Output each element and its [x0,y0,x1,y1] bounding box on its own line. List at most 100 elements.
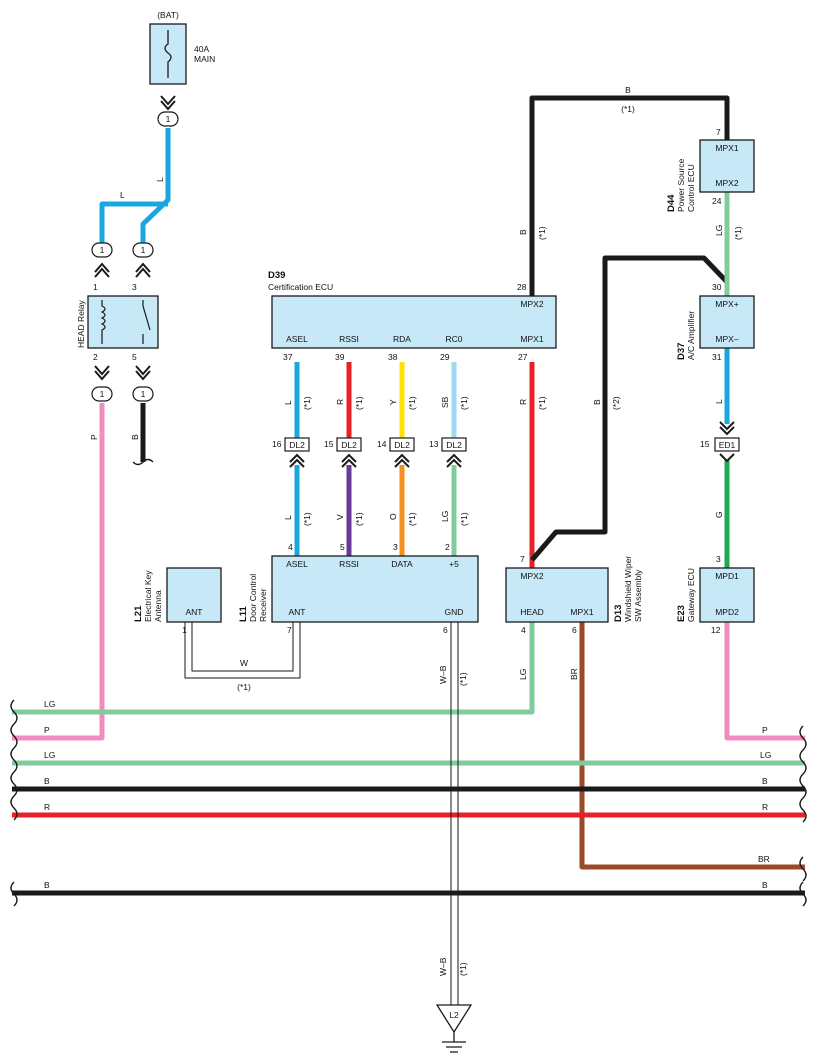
svg-text:LG: LG [518,669,528,680]
svg-text:D37: D37 [676,343,687,360]
svg-text:SW Assembly: SW Assembly [633,569,643,622]
svg-text:SB: SB [440,396,450,408]
svg-text:BR: BR [758,854,770,864]
svg-text:1: 1 [141,245,146,255]
svg-text:Gateway ECU: Gateway ECU [686,568,696,622]
svg-text:W: W [240,658,248,668]
svg-text:D13: D13 [613,605,624,622]
relay-top-wire-label: L [120,190,125,200]
svg-text:(*2): (*2) [611,396,621,410]
svg-text:LG: LG [44,750,55,760]
head-relay: 1 1 1 3 HEAD Relay 2 5 1 1 P B [76,242,159,466]
e23-gateway-ecu: 3 MPD1 MPD2 12 E23 Gateway ECU [676,554,755,635]
relay-switch-icon [142,300,151,344]
svg-text:4: 4 [521,625,526,635]
arrow-up-icon [94,262,151,278]
svg-text:7: 7 [520,554,525,564]
svg-text:MPD2: MPD2 [715,607,739,617]
svg-text:(*1): (*1) [302,396,312,410]
svg-text:(*1): (*1) [354,512,364,526]
e23-box [699,567,755,623]
svg-text:+5: +5 [449,559,459,569]
svg-text:7: 7 [716,127,721,137]
svg-text:L: L [283,400,293,405]
d13-windshield-wiper-sw: 7 MPX2 HEAD MPX1 4 6 D13 Windshield Wipe… [505,554,643,680]
svg-text:P: P [44,725,50,735]
fuse-name: MAIN [194,54,215,64]
wire-d13-mpx1-br [579,622,805,870]
chevron-up-icon [289,453,462,468]
svg-text:LG: LG [44,699,55,709]
svg-text:37: 37 [283,352,293,362]
d37-box [699,295,755,349]
bus-end-marks [10,699,807,907]
svg-text:RSSI: RSSI [339,559,359,569]
svg-text:MPX–: MPX– [715,334,738,344]
svg-text:Windshield Wiper: Windshield Wiper [623,556,633,622]
d39-name: Certification ECU [268,282,333,292]
svg-text:HEAD: HEAD [520,607,544,617]
l21-box [166,567,222,623]
svg-text:15: 15 [700,439,710,449]
bat-wire-label: L [155,177,165,182]
relay-coil-icon [100,300,106,344]
svg-text:3: 3 [716,554,721,564]
svg-text:13: 13 [429,439,439,449]
fuse-amp: 40A [194,44,209,54]
svg-text:W–B: W–B [438,665,448,684]
svg-text:L11: L11 [238,605,249,622]
relay-connector-top-right [132,242,154,258]
relay-connector-bottom-left [91,386,113,402]
l11-door-control-receiver: 4 5 3 2 ASEL RSSI DATA +5 ANT GND 7 6 L1… [238,542,479,635]
svg-text:R: R [44,802,50,812]
svg-text:(*1): (*1) [237,682,251,692]
svg-text:28: 28 [517,282,527,292]
svg-text:2: 2 [445,542,450,552]
chevron-down-icon [719,421,735,436]
wire-d13-head-lg [12,622,535,715]
svg-text:P: P [762,725,768,735]
svg-text:Electrical Key: Electrical Key [143,570,153,622]
svg-text:LG: LG [760,750,771,760]
wire-antenna-w [184,622,301,679]
d37-ac-amplifier: 30 MPX+ MPX– 31 D37 A/C Amplifier L [676,282,755,436]
svg-text:6: 6 [443,625,448,635]
svg-text:MPD1: MPD1 [715,571,739,581]
svg-text:ASEL: ASEL [286,334,308,344]
svg-text:(*1): (*1) [459,396,469,410]
svg-text:27: 27 [518,352,528,362]
d44-power-source-control-ecu: 7 MPX1 MPX2 24 D44 Power Source Control … [592,127,755,410]
d44-box [699,139,755,193]
wire-relay-p [12,403,105,741]
ed1-connector: 15 ED1 G [700,437,740,518]
svg-text:O: O [388,513,398,520]
svg-text:(*1): (*1) [458,962,468,976]
svg-text:R: R [518,399,528,405]
svg-text:LG: LG [440,511,450,522]
svg-text:W–B: W–B [438,957,448,976]
svg-text:30: 30 [712,282,722,292]
d39-code: D39 [268,270,285,281]
bat-connector [157,111,179,127]
svg-text:3: 3 [132,282,137,292]
svg-text:(*1): (*1) [407,512,417,526]
svg-text:39: 39 [335,352,345,362]
svg-text:(*1): (*1) [537,396,547,410]
svg-text:(*1): (*1) [537,226,547,240]
svg-text:B: B [130,434,140,440]
svg-text:Power Source: Power Source [676,158,686,212]
svg-text:L21: L21 [133,605,144,622]
svg-text:DL2: DL2 [289,440,305,450]
svg-text:MPX2: MPX2 [520,299,543,309]
svg-text:V: V [335,514,345,520]
d13-box [505,567,609,623]
relay-box [87,295,159,349]
bat-label: (BAT) [157,10,179,20]
svg-text:5: 5 [340,542,345,552]
svg-text:B: B [592,399,602,405]
svg-text:Antenna: Antenna [153,590,163,622]
svg-text:RC0: RC0 [445,334,462,344]
wire-d13-mpx2-b [530,255,729,562]
arrow-down-icon [160,95,176,111]
